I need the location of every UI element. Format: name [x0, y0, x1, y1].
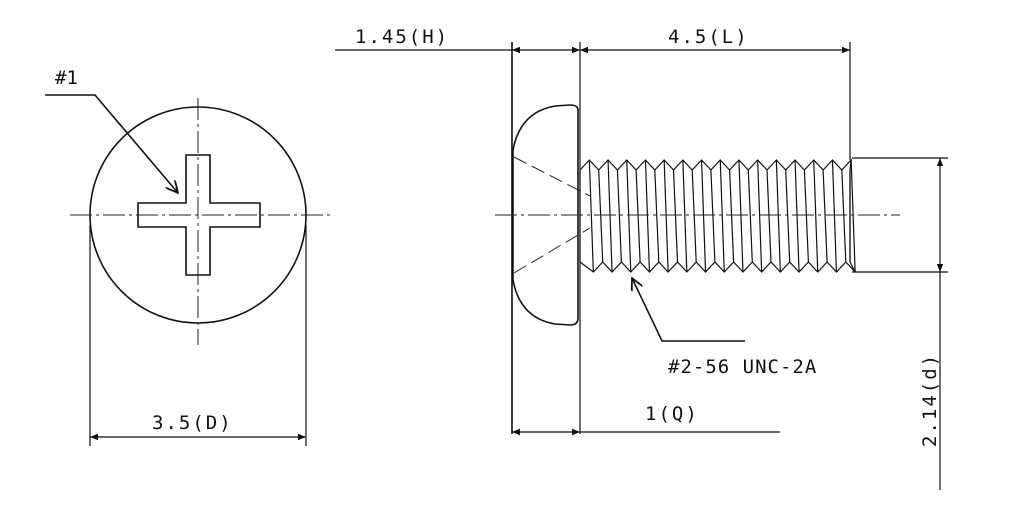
thread-flank [644, 159, 651, 273]
thread-flank [719, 159, 725, 273]
thread-flank [607, 159, 613, 273]
thread-leader [632, 278, 745, 342]
thread-root [822, 169, 828, 263]
thread-flank [831, 159, 838, 273]
thread-root [635, 169, 641, 263]
screw-head [512, 104, 579, 326]
head-diameter-label: 3.5(D) [152, 412, 233, 434]
head-height-label: 1.45(H) [355, 26, 449, 48]
thread-flank [738, 159, 744, 273]
recess-hidden-line [513, 156, 591, 197]
thread-flank [850, 159, 856, 273]
thread-flank [682, 159, 688, 273]
thread-root [672, 169, 679, 263]
thread-crest-top [579, 158, 852, 171]
thread-flank [794, 159, 800, 273]
top-view: #1 3.5(D) [45, 67, 330, 446]
length-label: 4.5(L) [668, 26, 749, 48]
thread-spec-label: #2-56 UNC-2A [668, 356, 817, 378]
unthreaded-label: 1(Q) [645, 403, 699, 425]
phillips-cross-icon [137, 154, 261, 276]
thread-body [579, 158, 856, 273]
thread-root [729, 169, 735, 263]
drive-leader [45, 94, 178, 193]
thread-flank [700, 159, 707, 273]
thread-root [654, 169, 660, 263]
thread-root [598, 169, 604, 263]
thread-root [766, 169, 772, 263]
thread-root [691, 169, 697, 263]
thread-flank [663, 159, 669, 273]
drive-label: #1 [55, 67, 78, 89]
thread-root [747, 169, 753, 263]
thread-root [616, 169, 622, 263]
thread-diameter-label: 2.14(d) [919, 353, 941, 447]
side-view: 1.45(H) 4.5(L) 2.14(d) #2-56 UNC-2A 1(Q) [335, 26, 948, 490]
thread-root [710, 169, 716, 263]
thread-flank [775, 159, 781, 273]
thread-root [785, 169, 791, 263]
thread-flank [626, 159, 632, 273]
thread-crest-bottom [579, 261, 856, 273]
recess-hidden-line [513, 227, 591, 274]
thread-root [841, 169, 847, 263]
thread-flank [813, 159, 819, 273]
thread-flank [588, 159, 594, 273]
thread-root [803, 169, 809, 263]
thread-flank [757, 159, 763, 273]
